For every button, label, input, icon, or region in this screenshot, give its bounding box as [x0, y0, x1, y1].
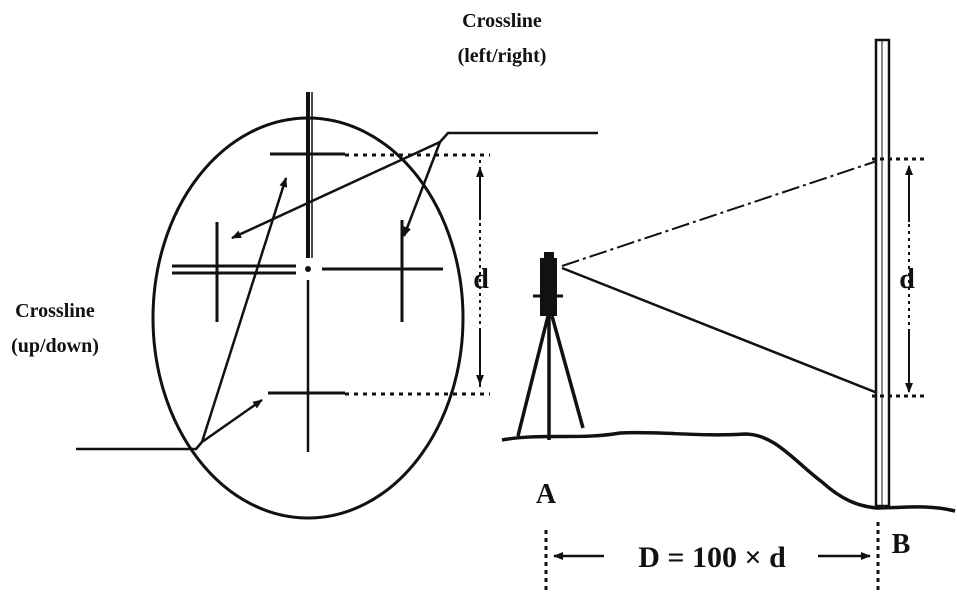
labels: Crossline (left/right) Crossline (up/dow…	[11, 10, 915, 574]
field-scene	[501, 38, 956, 592]
label-crossline-lr-1: Crossline	[462, 10, 542, 32]
label-distance-formula: D = 100 × d	[638, 541, 786, 574]
label-point-a: A	[536, 479, 557, 510]
reticle	[151, 92, 490, 520]
theodolite	[516, 252, 585, 440]
sight-line-upper	[561, 159, 881, 267]
label-d-staff: d	[899, 264, 915, 295]
label-point-b: B	[892, 529, 911, 560]
sight-line-lower	[561, 266, 881, 396]
leader-crossline-lr	[439, 131, 598, 143]
label-d-reticle: d	[473, 264, 489, 295]
label-crossline-ud-1: Crossline	[15, 300, 95, 322]
ground-profile	[501, 430, 956, 513]
leader-lines	[76, 131, 598, 451]
label-crossline-lr-2: (left/right)	[458, 45, 547, 67]
label-crossline-ud-2: (up/down)	[11, 335, 99, 357]
leader-crossline-ud	[76, 441, 203, 451]
